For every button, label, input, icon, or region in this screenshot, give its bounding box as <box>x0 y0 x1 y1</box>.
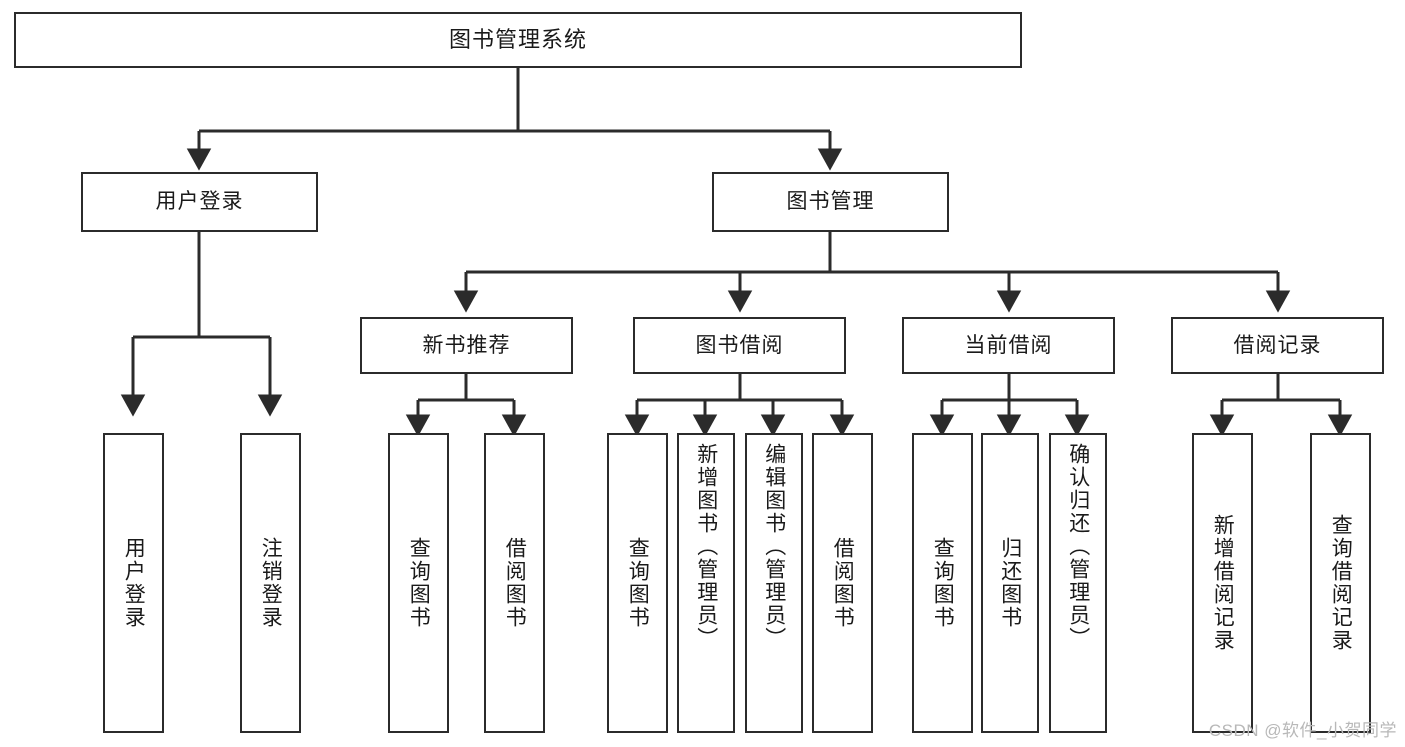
leaf-add-book[interactable]: 新增图书（管理员） <box>677 433 735 733</box>
leaf-query-book-2[interactable]: 查询图书 <box>607 433 668 733</box>
node-book-borrow[interactable]: 图书借阅 <box>633 317 846 374</box>
leaf-query-record[interactable]: 查询借阅记录 <box>1310 433 1371 733</box>
node-current-borrow-label: 当前借阅 <box>964 333 1053 357</box>
leaf-query-book-1[interactable]: 查询图书 <box>388 433 449 733</box>
leaf-borrow-book-2[interactable]: 借阅图书 <box>812 433 873 733</box>
leaf-edit-book[interactable]: 编辑图书（管理员） <box>745 433 803 733</box>
leaf-query-book-3[interactable]: 查询图书 <box>912 433 973 733</box>
leaf-borrow-book-1-label: 借阅图书 <box>503 537 527 629</box>
leaf-return-book-label: 归还图书 <box>998 537 1022 629</box>
leaf-add-record[interactable]: 新增借阅记录 <box>1192 433 1253 733</box>
watermark-text: CSDN @软件_小贺同学 <box>1208 721 1397 740</box>
leaf-confirm-return[interactable]: 确认归还（管理员） <box>1049 433 1107 733</box>
leaf-user-login[interactable]: 用户登录 <box>103 433 164 733</box>
node-user-login[interactable]: 用户登录 <box>81 172 318 232</box>
node-current-borrow[interactable]: 当前借阅 <box>902 317 1115 374</box>
leaf-borrow-book-2-label: 借阅图书 <box>831 537 855 629</box>
leaf-query-record-label: 查询借阅记录 <box>1329 514 1353 652</box>
leaf-query-book-1-label: 查询图书 <box>407 537 431 629</box>
node-book-borrow-label: 图书借阅 <box>695 333 784 357</box>
leaf-add-book-label: 新增图书（管理员） <box>694 443 718 650</box>
node-borrow-record-label: 借阅记录 <box>1233 333 1322 357</box>
leaf-query-book-3-label: 查询图书 <box>931 537 955 629</box>
node-new-book-rec[interactable]: 新书推荐 <box>360 317 573 374</box>
node-root[interactable]: 图书管理系统 <box>14 12 1022 68</box>
node-root-label: 图书管理系统 <box>448 26 587 52</box>
leaf-edit-book-label: 编辑图书（管理员） <box>762 443 786 650</box>
leaf-query-book-2-label: 查询图书 <box>626 537 650 629</box>
leaf-borrow-book-1[interactable]: 借阅图书 <box>484 433 545 733</box>
leaf-user-login-label: 用户登录 <box>122 537 146 629</box>
leaf-user-logout-label: 注销登录 <box>259 537 283 629</box>
node-book-manage-label: 图书管理 <box>786 190 875 214</box>
leaf-return-book[interactable]: 归还图书 <box>981 433 1039 733</box>
node-user-login-label: 用户登录 <box>155 190 244 214</box>
leaf-add-record-label: 新增借阅记录 <box>1211 514 1235 652</box>
leaf-user-logout[interactable]: 注销登录 <box>240 433 301 733</box>
node-book-manage[interactable]: 图书管理 <box>712 172 949 232</box>
leaf-confirm-return-label: 确认归还（管理员） <box>1066 443 1090 650</box>
node-new-book-rec-label: 新书推荐 <box>422 333 511 357</box>
node-borrow-record[interactable]: 借阅记录 <box>1171 317 1384 374</box>
